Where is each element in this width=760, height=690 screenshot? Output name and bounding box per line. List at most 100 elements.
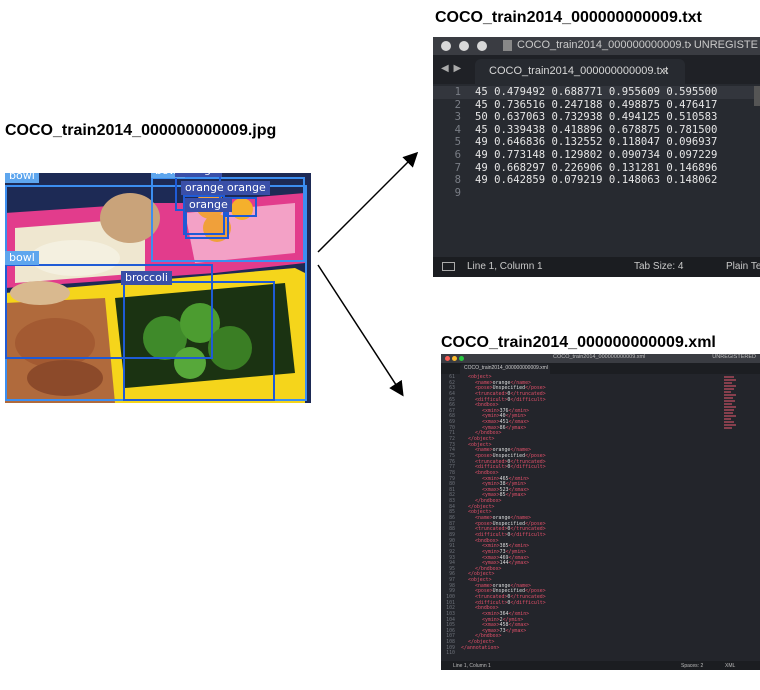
xml-value: orange [492, 379, 511, 386]
xml-code-line[interactable]: 108</object> [441, 639, 760, 646]
spaces-indicator[interactable]: Spaces: 2 [681, 663, 704, 669]
xml-open-tag: <xmax> [482, 486, 500, 493]
xml-code-line[interactable]: 103<xmin>364</xmin> [441, 611, 760, 618]
xml-value: 0 [507, 458, 511, 465]
xml-code-line[interactable]: 89<difficult>0</difficult> [441, 532, 760, 539]
close-tab-icon[interactable]: × [661, 64, 669, 78]
xml-code-line[interactable]: 74<name>orange</name> [441, 448, 760, 454]
xml-code-line[interactable]: 107</bndbox> [441, 634, 760, 640]
xml-code-line[interactable]: 72</object> [441, 436, 760, 443]
xml-file-tab[interactable]: COCO_train2014_000000000009.xml [460, 364, 550, 374]
xml-line-content: <pose>Unspecified</pose> [461, 385, 546, 392]
scrollbar-thumb[interactable] [754, 86, 760, 106]
line-number: 88 [449, 526, 455, 533]
line-number: 8 [454, 174, 461, 187]
xml-code-line[interactable]: 109</annotation> [441, 645, 760, 652]
line-number: 6 [454, 148, 461, 161]
xml-code-line[interactable]: 79<xmin>465</xmin> [441, 476, 760, 483]
tab-size-indicator[interactable]: Tab Size: 4 [634, 261, 684, 272]
xml-code-line[interactable]: 88<truncated>0</truncated> [441, 526, 760, 533]
xml-code-line[interactable]: 110 [441, 651, 760, 657]
xml-code-line[interactable]: 83</bndbox> [441, 498, 760, 505]
xml-code-line[interactable]: 81<xmax>523</xmax> [441, 486, 760, 494]
xml-value: Unspecified [492, 385, 526, 392]
line-number: 108 [446, 639, 455, 646]
xml-code-line[interactable]: 93<xmax>469</xmax> [441, 555, 760, 562]
xml-open-tag: <ymin> [482, 413, 500, 420]
line-number: 9 [454, 186, 461, 199]
close-dot-icon[interactable] [445, 356, 450, 361]
minimap[interactable] [724, 376, 738, 456]
xml-code-line[interactable]: 71</bndbox> [441, 431, 760, 437]
xml-code-line[interactable]: 62<name>orange</name> [441, 379, 760, 387]
panel-toggle-icon[interactable] [442, 262, 455, 271]
xml-code-line[interactable]: 100<truncated>0</truncated> [441, 594, 760, 601]
minimize-dot-icon[interactable] [452, 356, 457, 361]
xml-line-content: <difficult>0</difficult> [461, 464, 546, 471]
xml-code-line[interactable]: 90<bndbox> [441, 538, 760, 545]
xml-close-tag: </pose> [525, 588, 546, 595]
xml-code-line[interactable]: 104<ymin>2</ymin> [441, 616, 760, 624]
xml-code-line[interactable]: 106<ymax>73</ymax> [441, 628, 760, 635]
xml-code-line[interactable]: 85<object> [441, 510, 760, 516]
zoom-dot-icon[interactable] [477, 41, 487, 51]
xml-code-line[interactable]: 65<difficult>0</difficult> [441, 397, 760, 404]
xml-code-line[interactable]: 91<xmin>385</xmin> [441, 543, 760, 550]
arrow-to-txt [317, 151, 419, 253]
xml-code-line[interactable]: 94<ymax>144</ymax> [441, 560, 760, 567]
xml-code-line[interactable]: 96</object> [441, 572, 760, 578]
xml-close-tag: </ymin> [502, 616, 524, 623]
xml-open-tag: <ymax> [482, 560, 500, 567]
xml-code-line[interactable]: 97<object> [441, 577, 760, 584]
txt-file-tab[interactable]: COCO_train2014_000000000009.txt × [475, 59, 685, 84]
xml-code-line[interactable]: 69<xmax>451</xmax> [441, 419, 760, 426]
xml-code-line[interactable]: 76<truncated>0</truncated> [441, 458, 760, 466]
xml-line-content: <object> [461, 374, 492, 381]
syntax-indicator[interactable]: XML [725, 663, 736, 669]
xml-code-line[interactable]: 101<difficult>0</difficult> [441, 600, 760, 607]
xml-code-line[interactable]: 64<truncated>0</truncated> [441, 391, 760, 398]
xml-code-line[interactable]: 63<pose>Unspecified</pose> [441, 385, 760, 392]
xml-code-line[interactable]: 67<xmin>376</xmin> [441, 408, 760, 415]
xml-code-line[interactable]: 99<pose>Unspecified</pose> [441, 589, 760, 595]
close-dot-icon[interactable] [441, 41, 451, 51]
xml-code-line[interactable]: 77<difficult>0</difficult> [441, 464, 760, 471]
xml-code-line[interactable]: 82<ymax>85</ymax> [441, 493, 760, 499]
xml-code-line[interactable]: 95</bndbox> [441, 566, 760, 573]
xml-code-line[interactable]: 80<ymin>38</ymin> [441, 481, 760, 488]
xml-code-line[interactable]: 78<bndbox> [441, 470, 760, 477]
xml-code-line[interactable]: 68<ymin>40</ymin> [441, 414, 760, 420]
xml-line-content: <name>orange</name> [461, 515, 531, 522]
xml-code-line[interactable]: 98<name>orange</name> [441, 583, 760, 590]
zoom-dot-icon[interactable] [459, 356, 464, 361]
xml-code-line[interactable]: 84</object> [441, 504, 760, 511]
xml-value: 85 [499, 492, 506, 499]
xml-code-line[interactable]: 70<ymax>86</ymax> [441, 425, 760, 432]
nav-arrows-icon[interactable]: ◀ ▶ [441, 63, 463, 74]
xml-value: 40 [499, 413, 506, 420]
xml-code-line[interactable]: 73<object> [441, 442, 760, 449]
xml-close-tag: </pose> [525, 452, 546, 459]
xml-code-line[interactable]: 86<name>orange</name> [441, 515, 760, 522]
xml-code-line[interactable]: 105<xmax>458</xmax> [441, 622, 760, 629]
xml-open-tag: <bndbox> [475, 402, 499, 409]
xml-code-area[interactable]: 61<object>62<name>orange</name>63<pose>U… [441, 374, 760, 657]
minimize-dot-icon[interactable] [459, 41, 469, 51]
xml-code-line[interactable]: 75<pose>Unspecified</pose> [441, 452, 760, 460]
xml-code-line[interactable]: 92<ymin>73</ymin> [441, 549, 760, 556]
xml-code-line[interactable]: 87<pose>Unspecified</pose> [441, 521, 760, 528]
xml-code-line[interactable]: 61<object> [441, 374, 760, 381]
code-line[interactable]: 9 [433, 187, 760, 200]
xml-code-line[interactable]: 66<bndbox> [441, 402, 760, 409]
xml-code-line[interactable]: 102<bndbox> [441, 605, 760, 612]
syntax-indicator[interactable]: Plain Te [726, 261, 760, 272]
